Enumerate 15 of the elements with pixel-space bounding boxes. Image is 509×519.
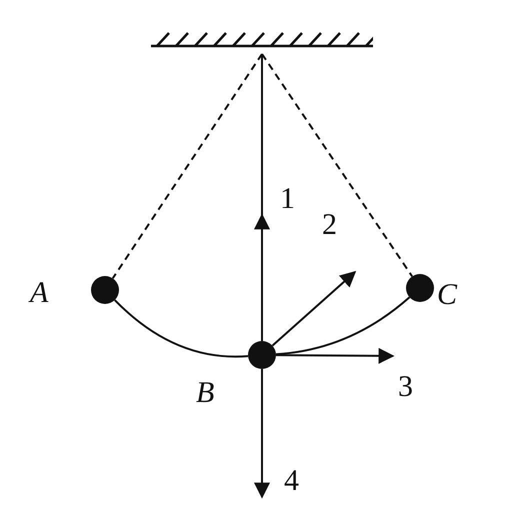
point-label: C (437, 280, 458, 310)
pendulum-ball (248, 341, 276, 369)
arrow-number: 3 (398, 372, 413, 402)
arrow-number: 2 (322, 210, 337, 240)
dashed-line (261, 53, 413, 277)
ceiling-support (151, 32, 373, 48)
arrow-number: 1 (280, 184, 295, 214)
pendulum-ball (91, 276, 119, 304)
pendulum-ball (406, 274, 434, 302)
trajectory-arc (276, 296, 410, 356)
dashed-line (112, 53, 263, 279)
trajectory-arc (114, 299, 248, 358)
arrow-number: 4 (284, 466, 299, 496)
point-label: B (196, 378, 214, 408)
point-label: A (30, 278, 48, 308)
